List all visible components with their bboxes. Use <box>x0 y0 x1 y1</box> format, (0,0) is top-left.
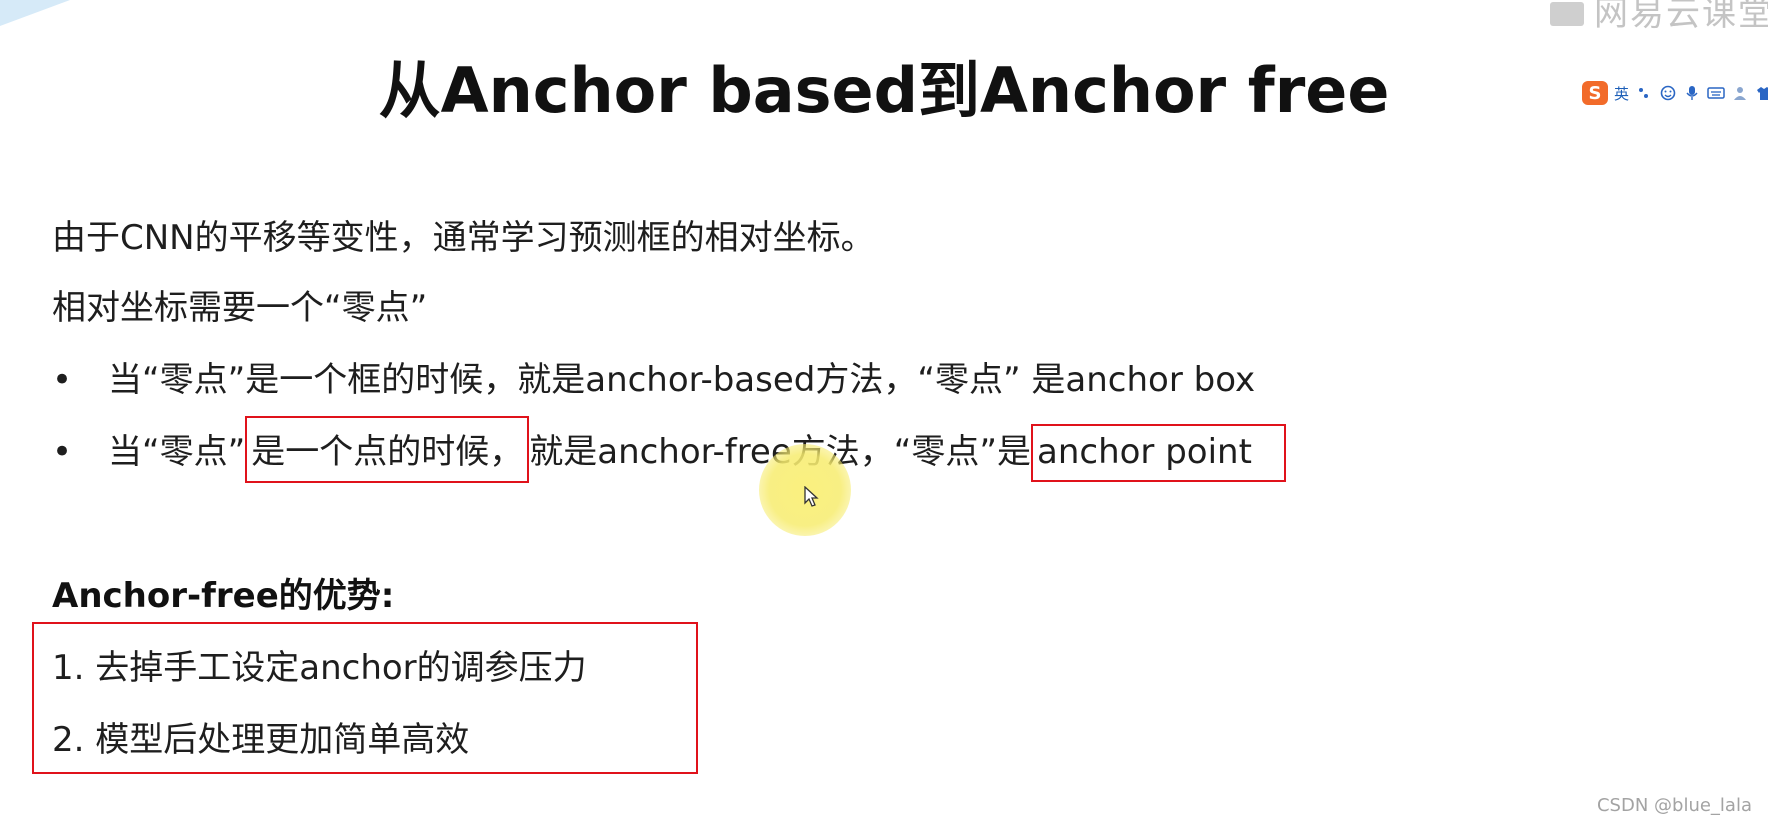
slide-title: 从Anchor based到Anchor free <box>378 54 1390 127</box>
highlight-box-anchor-point: anchor point <box>1031 424 1286 482</box>
punctuation-icon[interactable] <box>1635 84 1653 102</box>
advantage-item-1: 1. 去掉手工设定anchor的调参压力 <box>52 648 587 688</box>
bullet-marker: • <box>52 432 73 472</box>
keyboard-icon[interactable] <box>1707 84 1725 102</box>
bullet-marker: • <box>52 360 73 400</box>
advantage-item-2: 2. 模型后处理更加简单高效 <box>52 720 470 760</box>
microphone-icon[interactable] <box>1683 84 1701 102</box>
sogou-logo-icon[interactable]: S <box>1582 81 1608 105</box>
advantages-heading: Anchor-free的优势: <box>52 576 395 616</box>
shirt-icon[interactable] <box>1755 84 1768 102</box>
bullet-item-anchor-based: • 当“零点”是一个框的时候，就是anchor-based方法，“零点” 是anc… <box>52 352 1255 401</box>
watermark-top: 网易云课堂 <box>1550 0 1768 35</box>
bullet-text: 当“零点”是一个框的时候，就是anchor-based方法，“零点” 是anch… <box>108 360 1256 400</box>
intro-line-2: 相对坐标需要一个“零点” <box>52 288 428 328</box>
bullet-item-anchor-free: •当“零点”是一个点的时候，就是anchor-free方法，“零点”是ancho… <box>52 416 1286 483</box>
emoji-icon[interactable] <box>1659 84 1677 102</box>
highlight-box-point: 是一个点的时候， <box>245 416 530 483</box>
watermark-bottom: CSDN @blue_lala <box>1596 795 1752 816</box>
chat-icon <box>1550 1 1584 26</box>
watermark-top-text: 网易云课堂 <box>1594 0 1768 34</box>
user-icon[interactable] <box>1731 84 1749 102</box>
advantages-highlight-box <box>32 622 698 774</box>
ime-toolbar: S 英 <box>1582 78 1768 108</box>
mouse-cursor-icon <box>804 486 819 507</box>
bullet-prefix: 当“零点” <box>108 432 246 472</box>
corner-decoration <box>0 0 70 26</box>
intro-line-1: 由于CNN的平移等变性，通常学习预测框的相对坐标。 <box>52 218 875 258</box>
ime-lang-toggle[interactable]: 英 <box>1614 84 1630 103</box>
